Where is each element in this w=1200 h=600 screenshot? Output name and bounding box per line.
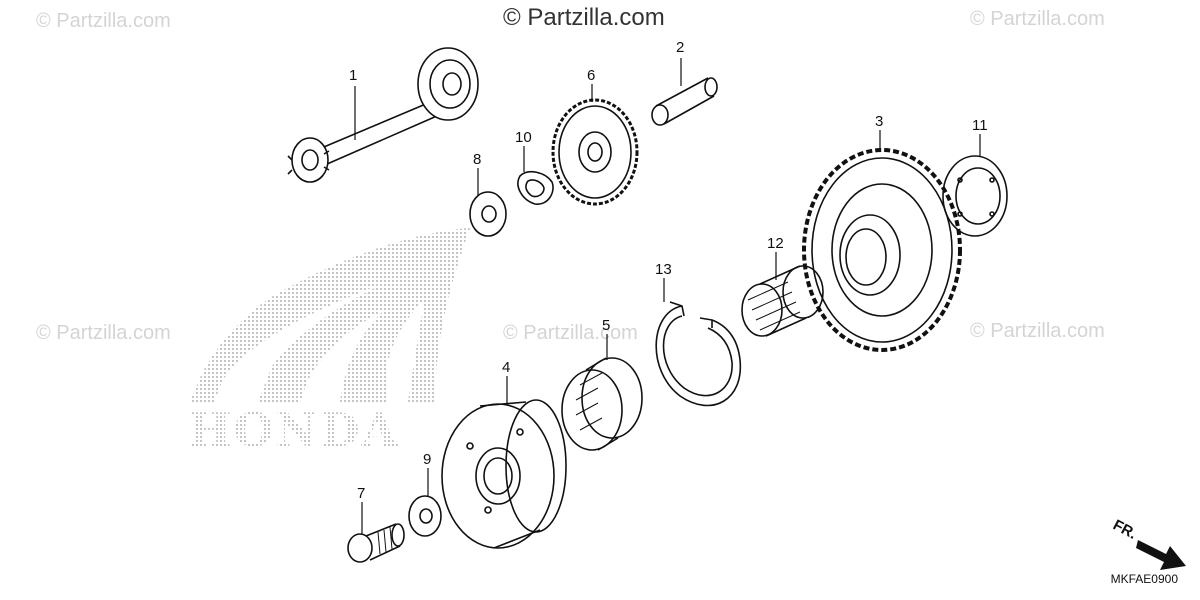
part-7-bolt: [347, 523, 405, 563]
callout-6: 6: [587, 67, 595, 84]
callout-labels: 1 2 3 4 5 6 7 8 9 10 11 12 13: [349, 39, 988, 502]
part-11-plate: [942, 155, 1008, 237]
callout-3: 3: [875, 113, 883, 130]
part-12-needle-bearing: [741, 265, 824, 337]
callout-7: 7: [357, 485, 365, 502]
callout-13: 13: [655, 261, 672, 278]
diagram-code: MKFAE0900: [1110, 572, 1178, 586]
part-2-collar: [651, 77, 718, 126]
callout-8: 8: [473, 151, 481, 168]
front-direction-arrow: FR.: [1110, 517, 1186, 570]
part-4-clutch-outer: [441, 399, 567, 549]
watermark-top-right: © Partzilla.com: [970, 8, 1105, 30]
callout-12: 12: [767, 235, 784, 252]
watermark-mid-right: © Partzilla.com: [970, 320, 1105, 342]
watermark-mid-left: © Partzilla.com: [36, 322, 171, 344]
callout-5: 5: [602, 317, 610, 334]
honda-wing-logo: HONDA: [188, 228, 470, 457]
part-8-washer: [469, 191, 507, 237]
watermark-top-left: © Partzilla.com: [36, 10, 171, 32]
brand-text: HONDA: [188, 403, 399, 457]
part-1-shaft: [287, 47, 479, 183]
callout-10: 10: [515, 129, 532, 146]
callout-11: 11: [972, 117, 988, 134]
callout-1: 1: [349, 67, 357, 84]
part-9-washer: [408, 495, 442, 537]
part-13-snap-ring: [655, 301, 742, 407]
part-5-one-way-clutch: [561, 357, 643, 451]
leader-lines: [354, 58, 981, 534]
part-3-driven-gear: [802, 148, 962, 352]
watermark-main: © Partzilla.com: [503, 4, 665, 31]
part-6-idle-gear: [551, 98, 639, 206]
watermark-mid-center: © Partzilla.com: [503, 322, 638, 344]
direction-label: FR.: [1110, 517, 1139, 543]
callout-4: 4: [502, 359, 510, 376]
part-10-lock-washer: [517, 170, 554, 205]
callout-2: 2: [676, 39, 684, 56]
callout-9: 9: [423, 451, 431, 468]
